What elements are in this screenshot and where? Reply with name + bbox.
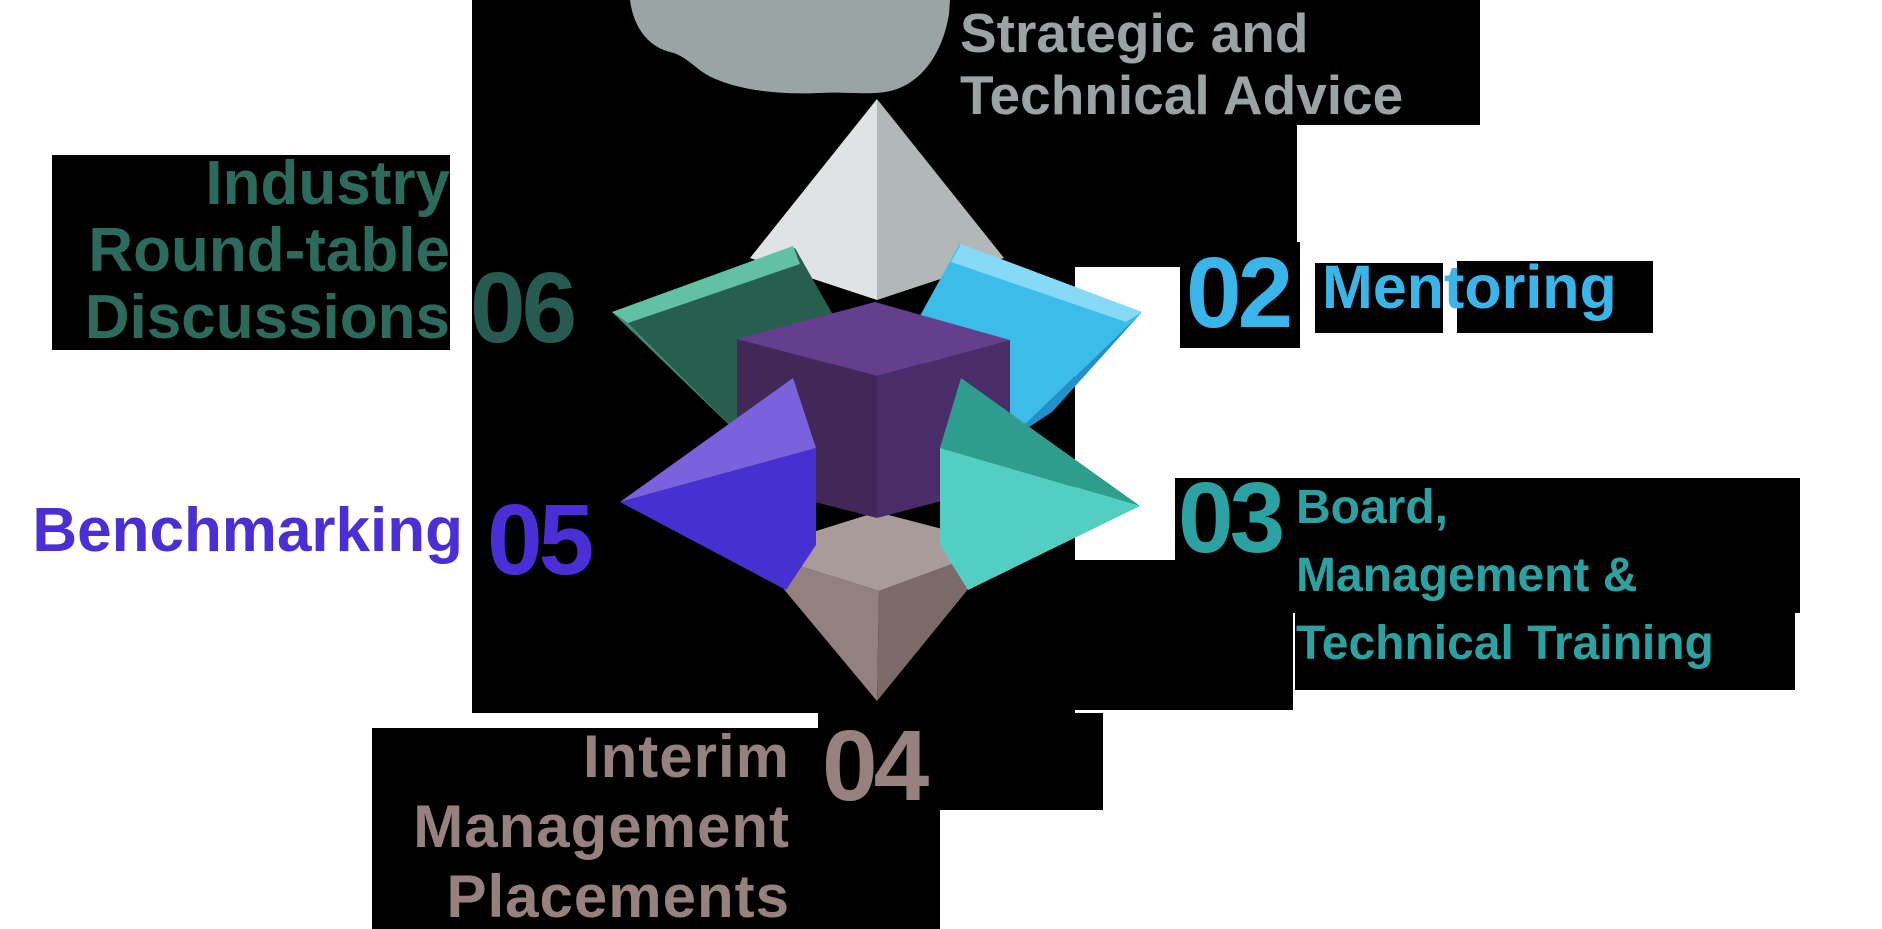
panel-technical-training (1295, 613, 1795, 690)
label-strategic-advice-line1: Strategic and (960, 2, 1309, 64)
label-training-line2: Management & (1296, 549, 1638, 602)
label-benchmarking: Benchmarking (32, 496, 463, 565)
violet-pyramid-top-face (620, 378, 816, 502)
label-interim-line1: Interim (582, 723, 790, 790)
cyan-pyramid-side-face (1009, 312, 1142, 440)
panel-mentoring-right (1457, 261, 1653, 333)
violet-pyramid-bottom-face (620, 448, 816, 590)
label-training-line3: Technical Training (1296, 617, 1714, 670)
blob-graphic (630, 0, 950, 94)
cube-top-face (737, 302, 1010, 376)
number-06: 06 (470, 252, 577, 364)
panel-number-02 (1180, 242, 1300, 348)
number-05: 05 (487, 484, 594, 596)
label-interim: Interim Management Placements (0, 722, 790, 929)
cyan-pyramid-top-face (951, 244, 1142, 322)
green-pyramid-top-face (612, 246, 800, 323)
label-roundtable: Industry Round-table Discussions (0, 150, 450, 351)
panel-bottom-right-lobe (1075, 560, 1293, 710)
label-roundtable-line2: Round-table (88, 216, 450, 285)
label-interim-line3: Placements (446, 863, 790, 929)
label-training-line1: Board, (1296, 481, 1449, 534)
panel-mentoring-left (1315, 263, 1443, 333)
label-interim-line2: Management (413, 793, 790, 860)
number-03: 03 (1178, 462, 1285, 574)
teal-pyramid-bottom-face (940, 448, 1140, 590)
panel-roundtable-text (52, 155, 450, 350)
number-02: 02 (1186, 237, 1293, 349)
label-mentoring: Mentoring (1322, 253, 1617, 321)
gray-pyramid-left-face (750, 99, 877, 300)
number-04: 04 (822, 710, 929, 822)
label-strategic-advice-line2: Technical Advice (960, 64, 1404, 126)
teal-pyramid-top-face (940, 378, 1140, 506)
label-roundtable-line1: Industry (205, 149, 450, 218)
panel-number-04 (818, 713, 1103, 810)
label-roundtable-line3: Discussions (84, 283, 450, 352)
label-strategic-advice: Strategic and Technical Advice (960, 2, 1403, 126)
green-pyramid-side-face (612, 312, 745, 440)
label-training: Board, Management & Technical Training (1296, 474, 1714, 678)
